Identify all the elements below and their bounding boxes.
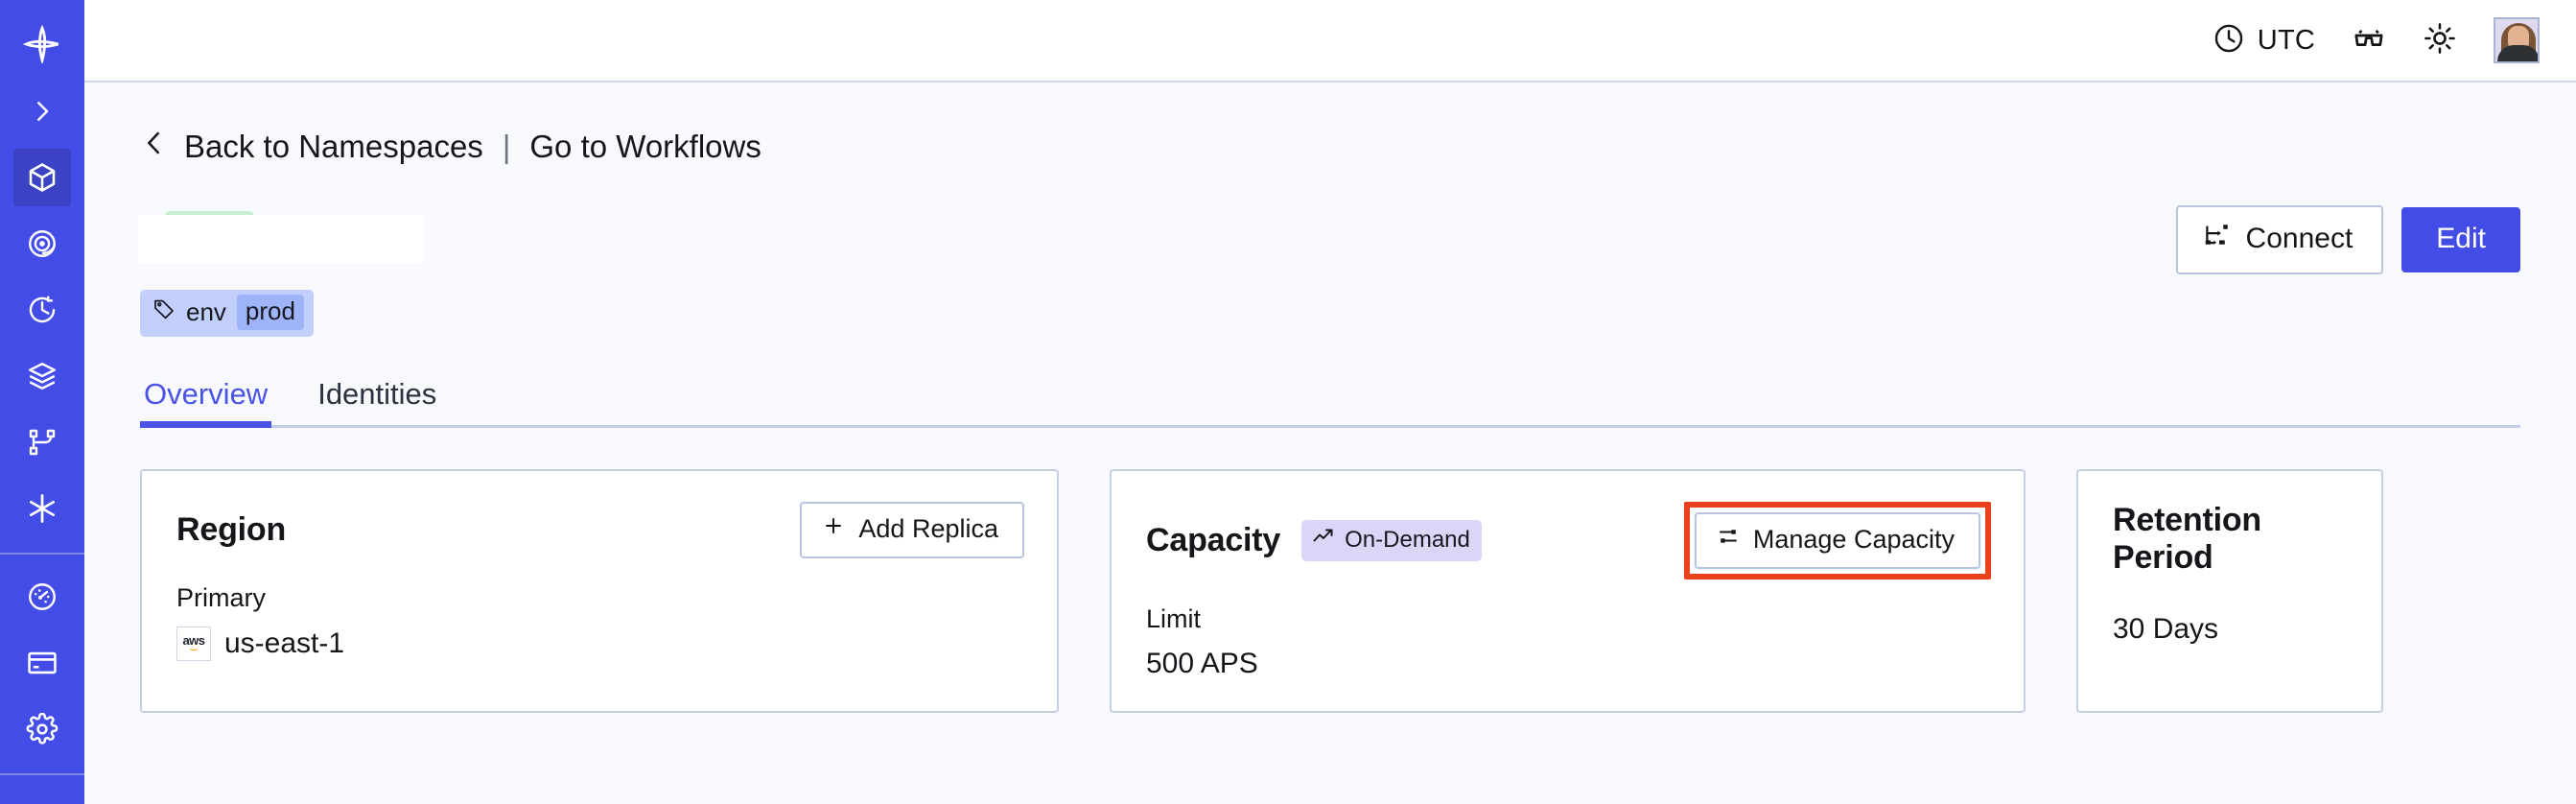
page-content: Back to Namespaces | Go to Workflows Act… bbox=[84, 83, 2576, 804]
temporal-logo-icon bbox=[23, 25, 61, 63]
git-branch-icon bbox=[27, 427, 58, 458]
sidebar-item-observability[interactable] bbox=[13, 215, 71, 272]
manage-capacity-label: Manage Capacity bbox=[1752, 525, 1955, 554]
breadcrumb-separator: | bbox=[502, 129, 511, 164]
header-actions: Connect Edit bbox=[2175, 205, 2520, 274]
theme-toggle-button[interactable] bbox=[2423, 21, 2457, 60]
capacity-card-title: Capacity bbox=[1146, 522, 1281, 558]
on-demand-badge-label: On-Demand bbox=[1345, 526, 1470, 553]
clock-icon bbox=[2213, 22, 2245, 59]
sliders-icon bbox=[1717, 525, 1740, 555]
sun-icon bbox=[2423, 21, 2457, 60]
back-to-namespaces-link[interactable]: Back to Namespaces bbox=[184, 129, 483, 164]
gear-icon bbox=[26, 713, 59, 745]
tag-value: prod bbox=[236, 295, 304, 330]
sidebar-item-expand[interactable] bbox=[13, 83, 71, 140]
connect-flow-icon bbox=[2203, 221, 2232, 257]
avatar[interactable] bbox=[2494, 17, 2540, 63]
gauge-icon bbox=[26, 580, 59, 613]
tab-bar: Overview Identities bbox=[140, 377, 2520, 428]
tag-key: env bbox=[186, 297, 226, 326]
namespace-tag[interactable]: env prod bbox=[140, 290, 314, 337]
credit-card-icon bbox=[26, 647, 59, 679]
timezone-selector[interactable]: UTC bbox=[2213, 22, 2315, 59]
chevron-right-icon bbox=[28, 97, 57, 126]
edit-button-label: Edit bbox=[2436, 223, 2486, 254]
tag-list: env prod bbox=[140, 290, 2520, 337]
sidebar-item-namespaces[interactable] bbox=[13, 149, 71, 206]
edit-button[interactable]: Edit bbox=[2401, 207, 2520, 272]
retention-value: 30 Days bbox=[2113, 613, 2219, 645]
add-replica-label: Add Replica bbox=[858, 514, 998, 543]
eye-spiral-icon bbox=[26, 227, 59, 260]
tab-overview[interactable]: Overview bbox=[140, 377, 272, 428]
sidebar-item-nexus[interactable] bbox=[13, 480, 71, 537]
sidebar-divider-2 bbox=[0, 773, 84, 775]
sidebar-item-workflows[interactable] bbox=[13, 414, 71, 471]
retention-card: Retention Period 30 Days bbox=[2076, 469, 2383, 713]
top-bar: UTC bbox=[84, 0, 2576, 83]
retention-card-title: Retention Period bbox=[2113, 502, 2261, 576]
sidebar-item-billing[interactable] bbox=[13, 634, 71, 692]
sidebar-divider-1 bbox=[0, 553, 84, 555]
capacity-limit-value: 500 APS bbox=[1146, 648, 1258, 679]
aws-icon-text: aws bbox=[182, 633, 205, 648]
capacity-card: Capacity On-Demand bbox=[1110, 469, 2026, 713]
breadcrumb: Back to Namespaces | Go to Workflows bbox=[140, 127, 2520, 167]
sidebar bbox=[0, 0, 84, 804]
sidebar-item-schedules[interactable] bbox=[13, 281, 71, 339]
glasses-icon bbox=[2352, 21, 2386, 60]
cube-icon bbox=[25, 160, 59, 195]
sidebar-item-layers[interactable] bbox=[13, 347, 71, 405]
main-area: UTC bbox=[84, 0, 2576, 804]
manage-capacity-button[interactable]: Manage Capacity bbox=[1694, 512, 1980, 569]
connect-button-label: Connect bbox=[2245, 223, 2354, 254]
layers-icon bbox=[26, 360, 59, 392]
clock-arrow-icon bbox=[26, 294, 59, 326]
add-replica-button[interactable]: Add Replica bbox=[800, 502, 1024, 558]
go-to-workflows-link[interactable]: Go to Workflows bbox=[529, 129, 761, 164]
region-value-row: aws ⌣ us-east-1 bbox=[176, 627, 1024, 661]
sidebar-item-logo[interactable] bbox=[13, 13, 71, 75]
asterisk-icon bbox=[25, 491, 59, 526]
overview-cards: Region Add Replica bbox=[140, 469, 2520, 713]
redaction-overlay bbox=[138, 215, 424, 263]
tag-icon bbox=[152, 297, 176, 327]
aws-icon: aws ⌣ bbox=[176, 627, 211, 661]
trend-up-icon bbox=[1312, 525, 1335, 555]
manage-capacity-highlight: Manage Capacity bbox=[1683, 502, 1991, 579]
on-demand-badge: On-Demand bbox=[1301, 520, 1482, 561]
glasses-button[interactable] bbox=[2352, 21, 2386, 60]
sidebar-item-settings[interactable] bbox=[13, 700, 71, 758]
tab-identities[interactable]: Identities bbox=[317, 377, 437, 411]
timezone-label: UTC bbox=[2257, 24, 2315, 56]
namespace-header: Active bbox=[138, 205, 2520, 274]
region-card: Region Add Replica bbox=[140, 469, 1059, 713]
region-card-title: Region bbox=[176, 511, 287, 548]
chevron-left-icon[interactable] bbox=[140, 127, 169, 167]
capacity-limit-label: Limit bbox=[1146, 604, 1202, 633]
region-primary-label: Primary bbox=[176, 583, 266, 612]
sidebar-item-usage[interactable] bbox=[13, 568, 71, 626]
connect-button[interactable]: Connect bbox=[2175, 205, 2384, 274]
plus-icon bbox=[822, 514, 845, 544]
region-value: us-east-1 bbox=[224, 627, 345, 659]
